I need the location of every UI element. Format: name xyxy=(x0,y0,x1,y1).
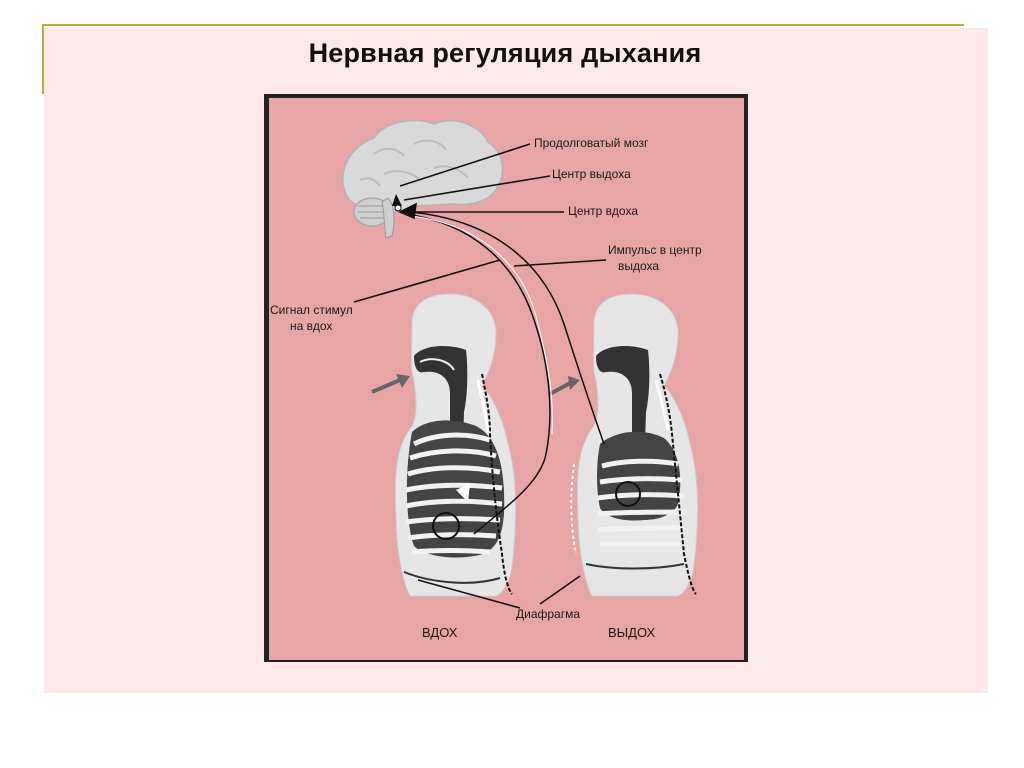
label-medulla: Продолговатый мозг xyxy=(534,136,649,150)
label-exhale: ВЫДОХ xyxy=(608,625,656,640)
label-diaphragm: Диафрагма xyxy=(516,607,580,621)
slide-title: Нервная регуляция дыхания xyxy=(308,38,702,68)
label-signal-line2: на вдох xyxy=(290,319,332,333)
label-impulse-line2: выдоха xyxy=(618,259,659,273)
label-inhale: ВДОХ xyxy=(422,625,458,640)
label-inspiration-center: Центр вдоха xyxy=(568,204,638,218)
nerve-pathways xyxy=(405,211,605,535)
label-signal-line1: Сигнал стимул xyxy=(270,303,353,317)
inhale-figure xyxy=(371,293,516,597)
leader-lines xyxy=(353,143,607,609)
label-impulse-line1: Импульс в центр xyxy=(608,243,702,257)
respiration-diagram: Продолговатый мозг Центр выдоха Центр вд… xyxy=(264,94,748,662)
accent-rule-left xyxy=(42,24,44,94)
brain-illustration xyxy=(341,119,504,239)
label-expiration-center: Центр выдоха xyxy=(552,167,631,181)
exhale-figure xyxy=(549,293,698,597)
accent-rule-top xyxy=(42,24,964,26)
